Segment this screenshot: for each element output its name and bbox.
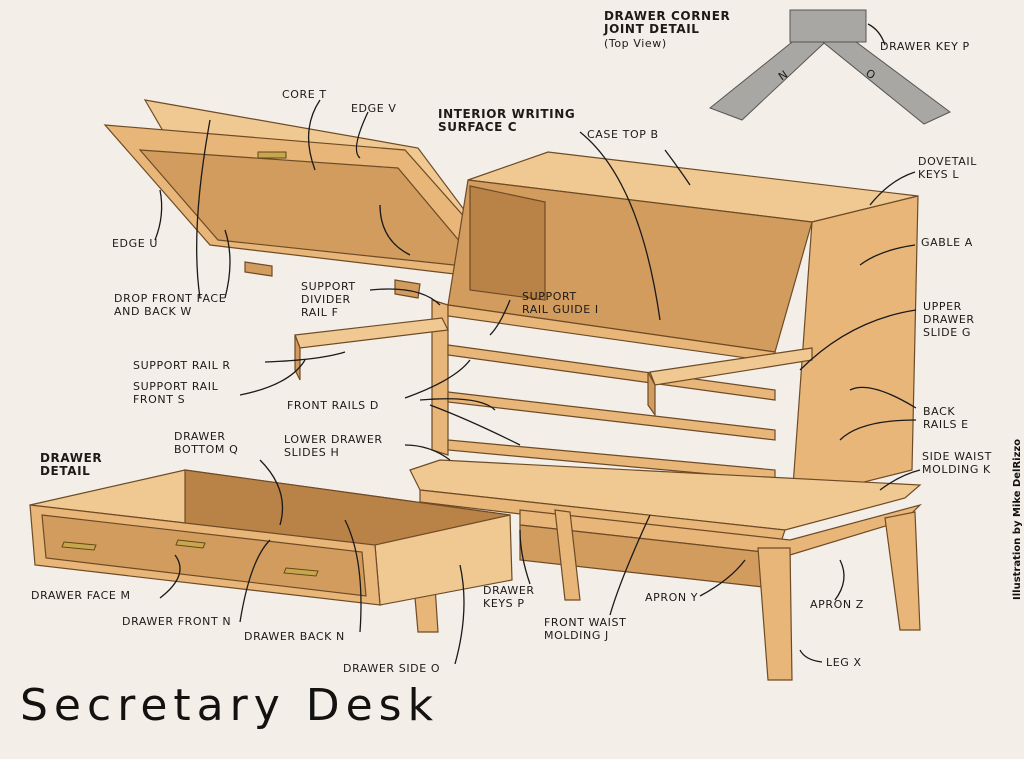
label-line: Rails E (923, 418, 969, 431)
drawer-drawing (29, 469, 513, 606)
label-back-rails-e: Back Rails E (923, 405, 969, 431)
label-drawer-side-o: Drawer Side O (343, 662, 441, 675)
label-upper-drawer-slide-g: Upper Drawer Slide G (923, 300, 975, 339)
label-drawer-detail: Drawer Detail (40, 452, 102, 478)
label-leg-x: Leg X (826, 656, 862, 669)
label-line: Rail F (301, 306, 339, 319)
label-dovetail-keys-l: Dovetail Keys L (918, 155, 977, 181)
label-line: Front Waist (544, 616, 627, 629)
label-line: Rail Guide I (522, 303, 599, 316)
label-drawer-bottom-q: Drawer Bottom Q (174, 430, 238, 456)
joint-detail-drawing (709, 9, 951, 125)
label-support-rail-r: Support Rail R (133, 359, 231, 372)
label-line: Joint Detail (604, 22, 700, 36)
label-front-rails-d: Front Rails D (287, 399, 379, 412)
label-line: Slide G (923, 326, 971, 339)
label-interior-writing-surface-c: Interior Writing Surface C (438, 108, 575, 134)
label-drawer-corner-joint-detail: Drawer Corner Joint Detail (604, 10, 730, 36)
case-drawing (294, 151, 919, 501)
label-line: Lower Drawer (284, 433, 383, 446)
page-title: Secretary Desk (20, 680, 440, 731)
label-line: Interior Writing (438, 107, 576, 121)
label-drawer-face-m: Drawer Face M (31, 589, 131, 602)
label-apron-y: Apron Y (645, 591, 699, 604)
label-line: Drawer (40, 451, 103, 465)
label-line: Keys P (483, 597, 525, 610)
label-line: Support (301, 280, 356, 293)
label-drawer-back-n: Drawer Back N (244, 630, 345, 643)
label-line: Support (522, 290, 577, 303)
label-line: Drawer Corner (604, 9, 731, 23)
label-drop-front-face: Drop Front Face and Back W (114, 292, 226, 318)
label-support-rail-guide-i: Support Rail Guide I (522, 290, 599, 316)
label-line: Front S (133, 393, 186, 406)
label-gable-a: Gable A (921, 236, 973, 249)
label-line: Drawer (923, 313, 975, 326)
label-drawer-keys-p: Drawer Keys P (483, 584, 535, 610)
label-apron-z: Apron Z (810, 598, 864, 611)
label-line: Back (923, 405, 956, 418)
label-line: Side Waist (922, 450, 992, 463)
label-line: Slides H (284, 446, 340, 459)
label-side-waist-molding-k: Side Waist Molding K (922, 450, 992, 476)
label-lower-drawer-slides-h: Lower Drawer Slides H (284, 433, 383, 459)
label-line: Keys L (918, 168, 960, 181)
label-line: Divider (301, 293, 351, 306)
illustration-credit: Illustration by Mike DelRizzo (1012, 438, 1023, 600)
label-line: Molding J (544, 629, 609, 642)
label-front-waist-molding-j: Front Waist Molding J (544, 616, 626, 642)
label-drawer-key-p-top: Drawer Key P (880, 40, 970, 53)
label-line: Detail (40, 464, 91, 478)
label-line: Surface C (438, 120, 518, 134)
label-edge-u: Edge U (112, 237, 159, 250)
label-support-divider-rail-f: Support Divider Rail F (301, 280, 356, 319)
label-line: Bottom Q (174, 443, 239, 456)
label-drawer-front-n: Drawer Front N (122, 615, 232, 628)
label-line: Molding K (922, 463, 991, 476)
label-case-top-b: Case Top B (587, 128, 659, 141)
label-line: Upper (923, 300, 962, 313)
base-drawing (409, 459, 923, 681)
label-line: and Back W (114, 305, 192, 318)
label-top-view: (Top View) (604, 37, 667, 50)
label-line: Support Rail (133, 380, 219, 393)
label-line: Dovetail (918, 155, 977, 168)
label-line: Drop Front Face (114, 292, 227, 305)
label-line: Drawer (174, 430, 226, 443)
label-edge-v: Edge V (351, 102, 397, 115)
label-line: Drawer (483, 584, 535, 597)
label-support-rail-front-s: Support Rail Front S (133, 380, 218, 406)
label-core-t: Core T (282, 88, 327, 101)
leader-lines (154, 23, 921, 665)
